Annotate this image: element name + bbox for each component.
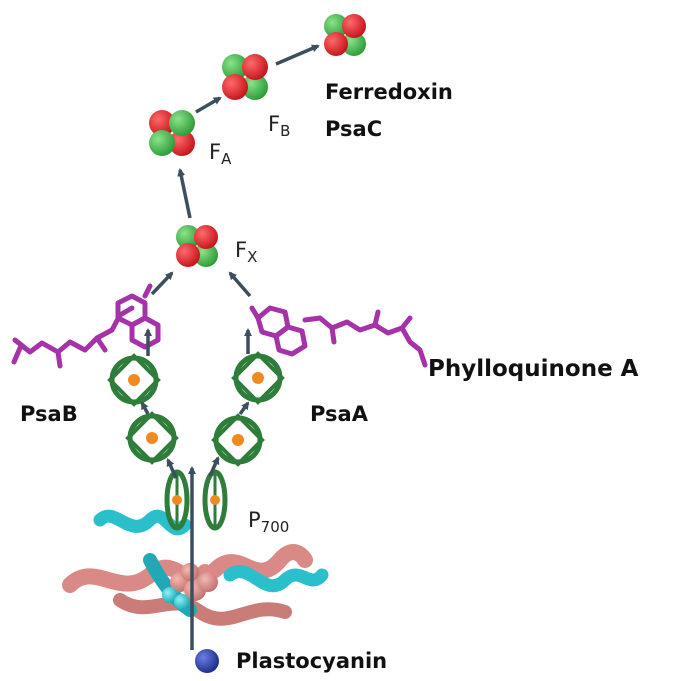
chlorophyll-a1 bbox=[231, 351, 285, 405]
phylloquinone-b bbox=[11, 283, 161, 369]
label-psab: PsaB bbox=[20, 402, 78, 426]
cluster-ferredoxin bbox=[324, 14, 366, 56]
protein-helices bbox=[62, 509, 329, 626]
label-psac: PsaC bbox=[325, 117, 383, 141]
label-p700: P700 bbox=[248, 508, 290, 536]
p700-left bbox=[164, 469, 190, 531]
chlorophyll-b2 bbox=[125, 411, 179, 465]
label-ferredoxin: Ferredoxin bbox=[325, 80, 453, 104]
chlorophylls bbox=[107, 351, 285, 531]
p700-right bbox=[202, 469, 228, 531]
label-fa: FA bbox=[209, 140, 232, 168]
label-psaa: PsaA bbox=[310, 402, 368, 426]
label-fx: FX bbox=[235, 238, 258, 266]
cluster-fa bbox=[149, 110, 195, 156]
cluster-fb bbox=[222, 54, 268, 100]
cluster-fx bbox=[176, 225, 218, 267]
chlorophyll-b1 bbox=[107, 353, 161, 407]
label-fb: FB bbox=[268, 112, 291, 140]
phylloquinone-a bbox=[249, 305, 428, 368]
fe-s-clusters bbox=[149, 14, 366, 267]
chlorophyll-a2 bbox=[211, 413, 265, 467]
label-phylloquinone: Phylloquinone A bbox=[428, 356, 639, 382]
label-plastocyanin: Plastocyanin bbox=[236, 649, 388, 673]
plastocyanin-sphere bbox=[195, 649, 219, 673]
electron-arrows bbox=[140, 44, 320, 650]
